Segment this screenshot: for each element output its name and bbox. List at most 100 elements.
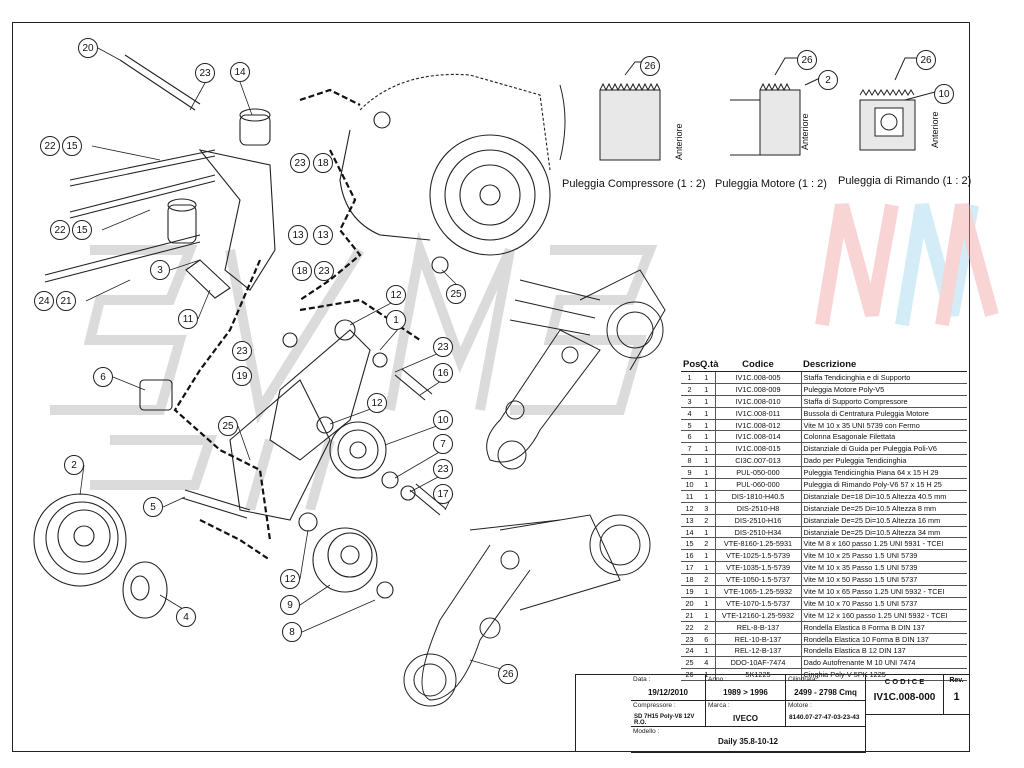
part-callout: 22: [50, 220, 70, 240]
part-callout: 13: [288, 225, 308, 245]
header-codice: Codice: [715, 357, 801, 372]
cell-qta: 1: [698, 609, 715, 622]
detail-caption-compressor-pulley: Puleggia Compressore (1 : 2): [562, 178, 706, 190]
cell-pos: 14: [681, 526, 698, 539]
part-callout: 15: [62, 136, 82, 156]
cell-qta: 1: [698, 585, 715, 598]
cell-codice: CI3C.007-013: [714, 454, 802, 468]
cell-descrizione: Rondella Elastica B 12 DIN 137: [801, 644, 967, 658]
cell-pos: 4: [681, 407, 698, 420]
cell-qta: 1: [698, 395, 715, 408]
cell-qta: 4: [698, 656, 715, 670]
detail-callout: 10: [934, 84, 954, 104]
header-descrizione: Descrizione: [801, 357, 967, 372]
tb-motore: Motore : 8140.07-27-47-03-23-43: [786, 701, 866, 727]
cell-descrizione: Rondella Elastica 10 Forma B DIN 137: [801, 633, 967, 646]
cell-pos: 5: [681, 419, 698, 432]
cell-qta: 1: [698, 442, 715, 456]
cell-qta: 1: [698, 597, 715, 610]
cell-codice: IV1C.008-014: [714, 430, 802, 444]
cell-pos: 1: [681, 371, 698, 384]
detail-side-label-2: Anteriore: [800, 113, 810, 150]
cell-pos: 22: [681, 621, 698, 634]
cell-codice: PUL-060-000: [714, 478, 802, 491]
header-pos: Pos: [681, 357, 701, 372]
cell-codice: DIS-2510-H8: [714, 502, 802, 515]
cell-qta: 2: [698, 621, 715, 634]
cell-codice: IV1C.008-005: [714, 371, 802, 384]
cell-descrizione: Vite M 10 x 25 Passo 1.5 UNI 5739: [801, 549, 967, 563]
cell-qta: 1: [698, 407, 715, 420]
cell-codice: VTE-1070-1.5-5737: [714, 597, 802, 610]
cell-codice: VTE-1065-1.25-5932: [714, 585, 802, 598]
part-callout: 3: [150, 260, 170, 280]
cell-qta: 1: [698, 454, 715, 468]
tb-data: Data : 19/12/2010: [631, 675, 706, 701]
part-callout: 21: [56, 291, 76, 311]
cell-descrizione: Vite M 8 x 160 passo 1.25 UNI 5931 - TCE…: [801, 537, 967, 551]
part-callout: 9: [280, 595, 300, 615]
detail-side-label-3: Anteriore: [930, 111, 940, 148]
part-callout: 16: [433, 363, 453, 383]
cell-descrizione: Distanziale De=25 Di=10.5 Altezza 34 mm: [801, 526, 967, 539]
cell-descrizione: Dado per Puleggia Tendicinghia: [801, 454, 967, 468]
cell-codice: VTE-1050-1.5-5737: [714, 573, 802, 587]
cell-pos: 16: [681, 549, 698, 563]
cell-pos: 21: [681, 609, 698, 622]
cell-qta: 3: [698, 502, 715, 515]
cell-codice: IV1C.008-012: [714, 419, 802, 432]
cell-codice: IV1C.008-009: [714, 383, 802, 396]
cell-codice: VTE-12160-1.25-5932: [714, 609, 802, 622]
cell-codice: IV1C.008-015: [714, 442, 802, 456]
detail-callout: 26: [797, 50, 817, 70]
cell-qta: 6: [698, 633, 715, 646]
cell-qta: 1: [698, 383, 715, 396]
drawing-frame: [12, 22, 970, 752]
cell-codice: DIS-2510-H16: [714, 514, 802, 527]
cell-pos: 6: [681, 430, 698, 444]
cell-codice: DIS-1810-H40.5: [714, 490, 802, 503]
cell-codice: DIS-2510-H34: [714, 526, 802, 539]
tb-cilindrata-value: 2499 - 2798 Cmq: [794, 688, 857, 697]
part-callout: 10: [433, 410, 453, 430]
part-callout: 25: [218, 416, 238, 436]
part-callout: 19: [232, 366, 252, 386]
cell-descrizione: Vite M 10 x 50 Passo 1.5 UNI 5737: [801, 573, 967, 587]
part-callout: 23: [232, 341, 252, 361]
cell-descrizione: Staffa Tendicinghia e di Supporto: [801, 371, 967, 384]
tb-motore-value: 8140.07-27-47-03-23-43: [789, 714, 860, 721]
detail-caption-idler-pulley: Puleggia di Rimando (1 : 2): [838, 175, 972, 187]
tb-rev: Rev. 1: [944, 675, 969, 715]
cell-pos: 17: [681, 561, 698, 575]
cell-pos: 8: [681, 454, 698, 468]
detail-callout: 2: [818, 70, 838, 90]
tb-cilindrata: Cilindrata : 2499 - 2798 Cmq: [786, 675, 866, 701]
part-callout: 4: [176, 607, 196, 627]
cell-pos: 19: [681, 585, 698, 598]
cell-pos: 12: [681, 502, 698, 515]
cell-codice: IV1C.008-010: [714, 395, 802, 408]
cell-pos: 20: [681, 597, 698, 610]
tb-data-value: 19/12/2010: [647, 688, 689, 697]
cell-descrizione: Rondella Elastica 8 Forma B DIN 137: [801, 621, 967, 634]
cell-pos: 9: [681, 466, 698, 480]
cell-qta: 1: [698, 430, 715, 444]
